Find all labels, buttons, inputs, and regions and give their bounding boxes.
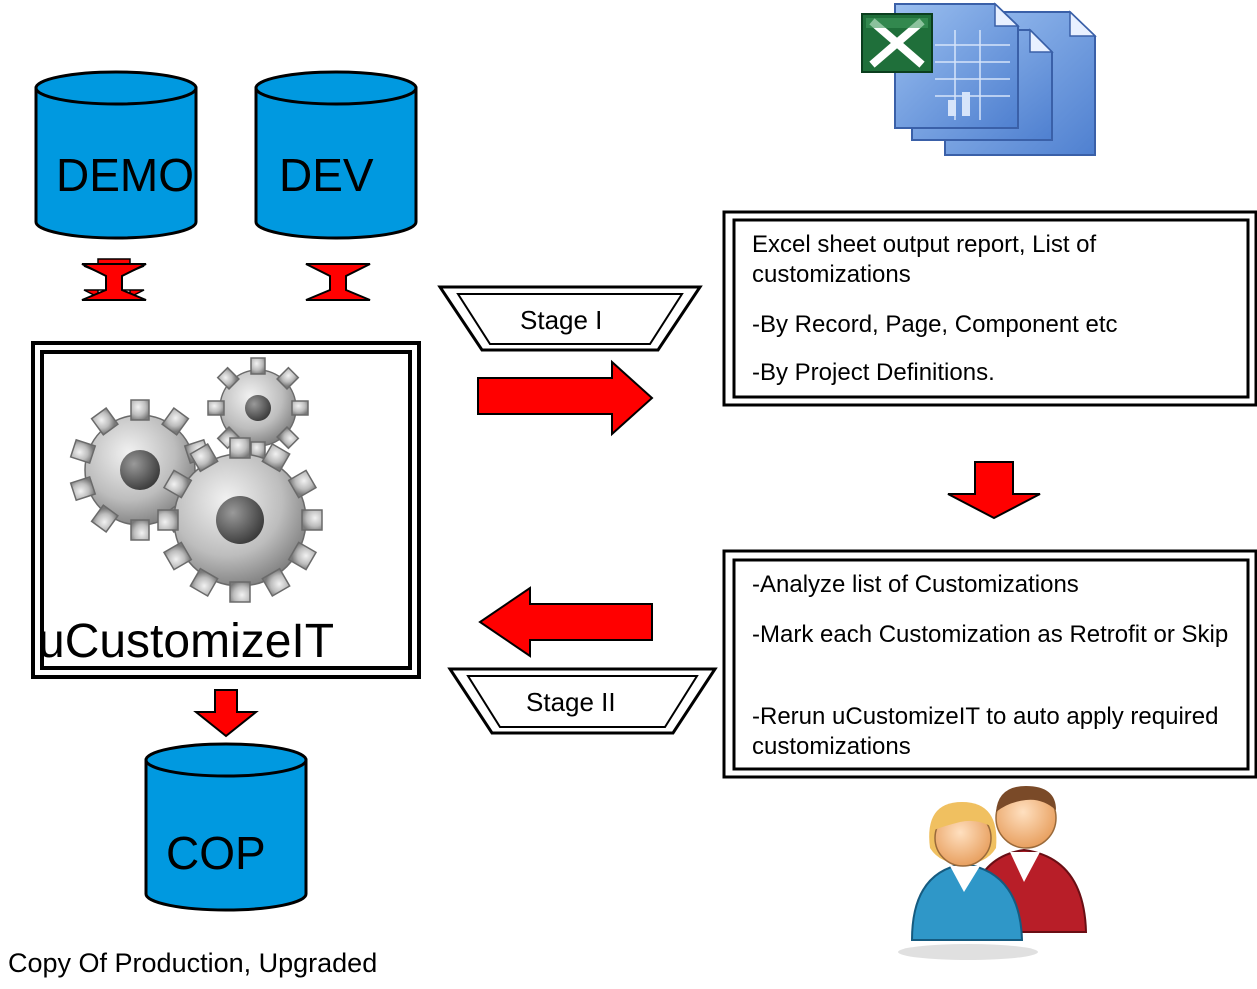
action-line-3: -Rerun uCustomizeIT to auto apply requir…	[752, 703, 1219, 760]
demo-sync-arrow	[81, 258, 147, 301]
gears-icon	[69, 357, 323, 603]
dev-database-label: DEV	[279, 149, 374, 201]
stage2-arrow	[478, 586, 653, 658]
down-arrow-to-cop	[193, 689, 259, 738]
report-line-2: -By Record, Page, Component etc	[752, 311, 1118, 338]
cop-database	[144, 742, 308, 912]
stage1-arrow	[477, 359, 654, 437]
report-box	[722, 210, 1257, 407]
dev-sync-arrow	[305, 263, 371, 301]
action-line-1: -Analyze list of Customizations	[752, 571, 1079, 598]
demo-database-label: DEMO	[56, 149, 194, 201]
stage2-shape	[447, 667, 718, 735]
cop-database-label: COP	[166, 827, 266, 879]
cop-caption: Copy Of Production, Upgraded	[8, 948, 378, 978]
report-line-3: -By Project Definitions.	[752, 359, 995, 386]
stage2-label: Stage II	[526, 687, 616, 717]
report-line-1: Excel sheet output report, List of custo…	[752, 231, 1097, 288]
demo-database	[34, 70, 198, 240]
excel-icon	[861, 2, 1097, 156]
dev-database	[254, 70, 418, 240]
users-icon	[898, 786, 1088, 960]
action-line-2: -Mark each Customization as Retrofit or …	[752, 621, 1229, 648]
stage1-label: Stage I	[520, 305, 603, 335]
action-box	[722, 549, 1257, 779]
tool-name-label: uCustomizeIT	[38, 615, 335, 668]
down-arrow-right	[947, 461, 1041, 520]
stage1-shape	[437, 285, 703, 352]
